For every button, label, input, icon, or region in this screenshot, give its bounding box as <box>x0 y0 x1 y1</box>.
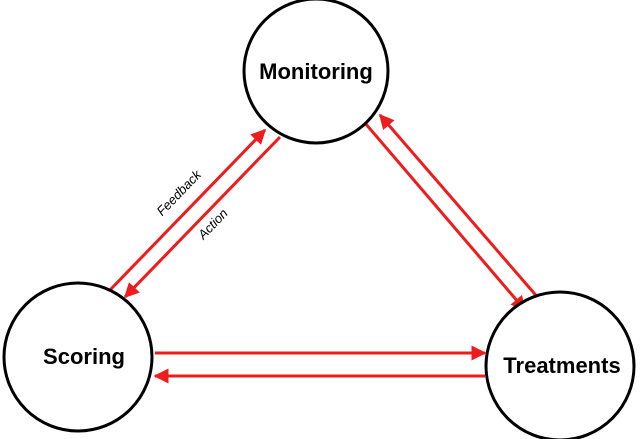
node-monitoring: Monitoring <box>242 0 390 145</box>
arrow-monitoring-to-treatments <box>363 122 527 312</box>
node-treatments: Treatments <box>484 290 636 439</box>
node-scoring: Scoring <box>2 281 154 433</box>
node-treatments-label: Treatments <box>503 353 620 378</box>
action-label: Action <box>194 206 231 243</box>
arrow-treatments-to-monitoring <box>378 113 542 301</box>
arrow-monitoring-to-scoring <box>123 135 282 299</box>
node-monitoring-label: Monitoring <box>259 59 373 84</box>
feedback-label: Feedback <box>154 166 205 219</box>
arrow-scoring-to-monitoring <box>108 128 267 292</box>
node-scoring-label: Scoring <box>43 344 125 369</box>
